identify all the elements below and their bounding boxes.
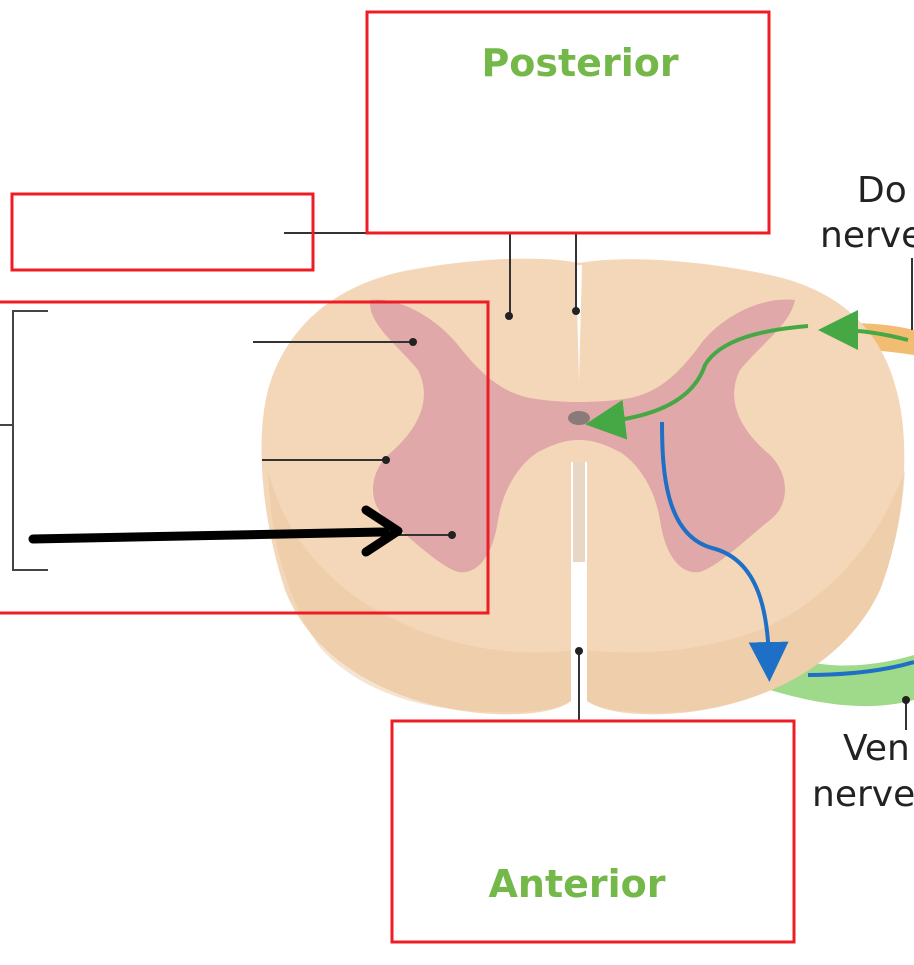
anterior-label-box[interactable] <box>390 719 796 944</box>
anterior-label: Anterior <box>488 862 665 906</box>
white-matter-shadow-right <box>586 470 905 713</box>
gray-matter-bracket <box>12 310 48 571</box>
central-canal <box>568 411 590 425</box>
dorsal-root-label-line2: nerve <box>820 215 914 256</box>
ventral-root-label-line1: Ven <box>843 728 910 769</box>
posterior-label: Posterior <box>481 41 678 85</box>
gray-matter <box>369 299 795 573</box>
posterior-median-sulcus <box>576 265 582 382</box>
posterior-label-box[interactable] <box>365 10 771 235</box>
posterior-median-sulcus-label-box[interactable] <box>10 192 315 272</box>
dorsal-root-label-line1: Do <box>857 170 907 211</box>
sensory-pathway <box>585 324 809 440</box>
white-matter-shadow <box>268 470 574 713</box>
ventral-root-label-line2: nerve <box>812 774 914 815</box>
leader-dots <box>382 307 910 704</box>
pointer-arrow <box>28 527 390 544</box>
motor-pathway <box>660 421 789 682</box>
sensory-pathway-root <box>818 310 909 351</box>
gray-horns-label-box[interactable] <box>0 300 490 615</box>
pointer-arrow-head <box>361 505 403 557</box>
motor-pathway-root <box>807 660 914 677</box>
